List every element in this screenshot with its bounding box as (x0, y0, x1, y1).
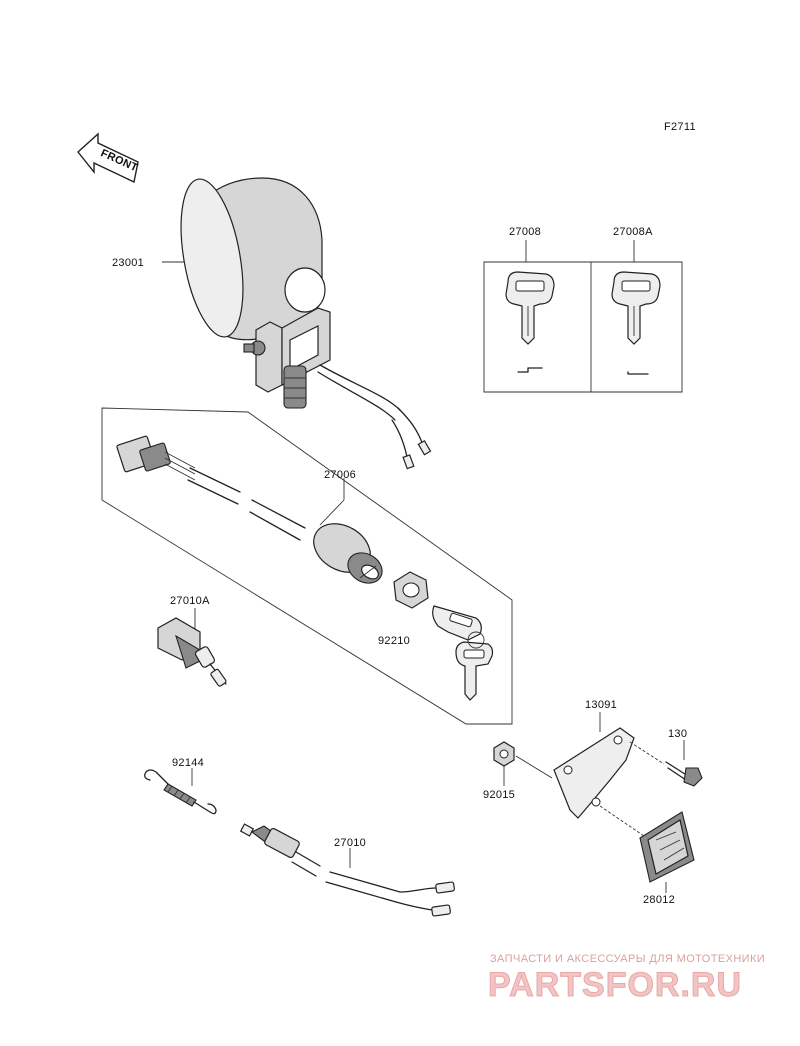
ignition-keys (432, 605, 494, 701)
spring-92144 (144, 769, 217, 815)
headlight-23001 (180, 177, 432, 470)
ignition-group-box (101, 407, 513, 725)
nut-92015 (493, 741, 515, 767)
plate-28012 (639, 811, 695, 883)
switch-27010 (239, 823, 455, 917)
key-27008A (611, 271, 661, 375)
callout-27008: 27008 (509, 226, 541, 238)
front-arrow-icon: FRONT (77, 132, 140, 184)
callout-130: 130 (668, 728, 687, 740)
bracket-13091 (553, 727, 635, 819)
switch-27010A (157, 617, 227, 687)
callout-27006: 27006 (324, 469, 356, 481)
bolt-130 (665, 761, 703, 787)
callout-27010: 27010 (334, 837, 366, 849)
callout-13091: 13091 (585, 699, 617, 711)
ignition-switch-27006 (116, 435, 383, 584)
callout-27008A: 27008A (613, 226, 653, 238)
watermark-brand: PARTSFOR.RU (488, 966, 742, 1004)
callout-92210: 92210 (378, 635, 410, 647)
callout-23001: 23001 (112, 257, 144, 269)
nut-92210 (393, 571, 429, 609)
callout-92144: 92144 (172, 757, 204, 769)
key-27008 (505, 271, 555, 373)
figure-code: F2711 (664, 121, 696, 133)
callout-27010A: 27010A (170, 595, 210, 607)
watermark-tagline: ЗАПЧАСТИ И АКСЕССУАРЫ ДЛЯ МОТОТЕХНИКИ (490, 953, 765, 965)
watermark: ЗАПЧАСТИ И АКСЕССУАРЫ ДЛЯ МОТОТЕХНИКИ PA… (488, 953, 765, 1005)
keys-box (483, 261, 683, 393)
callout-92015: 92015 (483, 789, 515, 801)
callout-28012: 28012 (643, 894, 675, 906)
